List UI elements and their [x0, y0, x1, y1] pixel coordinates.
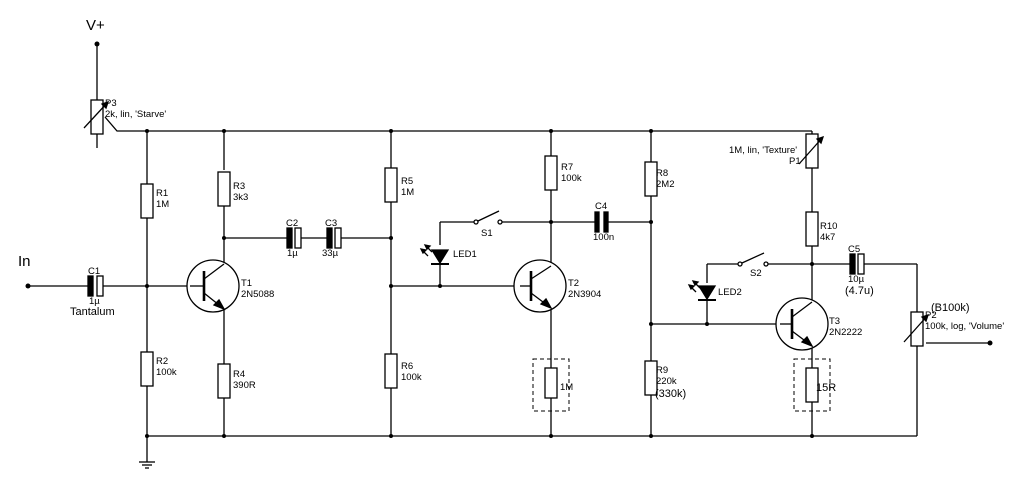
- capacitor-c3: [326, 227, 342, 249]
- c2-ref: C2: [286, 218, 298, 229]
- t3-value: 2N2222: [829, 327, 862, 338]
- r3-value: 3k3: [233, 192, 248, 203]
- c2-value: 1µ: [287, 248, 298, 259]
- optional-box-15r: [793, 358, 831, 412]
- vplus-label: V+: [86, 17, 105, 34]
- r4-ref: R4: [233, 369, 245, 380]
- resistor-r8: [644, 161, 658, 197]
- junctions: [25, 41, 993, 438]
- t2-value: 2N3904: [568, 289, 601, 300]
- optional-15r-value: 15R: [816, 382, 836, 394]
- resistor-r1: [140, 183, 154, 219]
- r3-ref: R3: [233, 181, 245, 192]
- r1-ref: R1: [156, 188, 168, 199]
- p2-alt: (B100k): [931, 302, 970, 314]
- p1-value: 1M, lin, 'Texture': [729, 145, 797, 156]
- c5-alt: (4.7u): [845, 285, 874, 297]
- r5-value: 1M: [401, 187, 414, 198]
- c1-ref: C1: [88, 266, 100, 277]
- resistor-r9: [644, 360, 658, 396]
- c5-value: 10µ: [848, 274, 865, 285]
- p2-value: 100k, log, 'Volume': [925, 321, 1004, 332]
- led2: [687, 280, 717, 301]
- r1-value: 1M: [156, 199, 169, 210]
- s2-ref: S2: [750, 268, 762, 279]
- p3-ref: P3: [105, 98, 117, 109]
- led2-ref: LED2: [718, 287, 742, 298]
- r6-value: 100k: [401, 372, 422, 383]
- output-terminal: [987, 340, 993, 346]
- transistor-t2: [513, 259, 567, 313]
- c5-ref: C5: [848, 244, 860, 255]
- t2-ref: T2: [568, 278, 579, 289]
- p2-ref: P2: [925, 310, 937, 321]
- potentiometer-p1: [798, 133, 825, 169]
- potentiometer-p3: [83, 99, 110, 135]
- capacitor-c2: [286, 227, 302, 249]
- capacitor-c4: [594, 211, 609, 233]
- r10-ref: R10: [820, 221, 837, 232]
- resistor-r3: [217, 171, 231, 207]
- r2-value: 100k: [156, 367, 177, 378]
- resistor-r7: [544, 155, 558, 191]
- t1-ref: T1: [241, 278, 252, 289]
- switch-s2: [737, 252, 769, 267]
- led1: [419, 244, 450, 265]
- capacitor-c5: [849, 253, 865, 275]
- c1-note: Tantalum: [70, 306, 115, 318]
- r2-ref: R2: [156, 356, 168, 367]
- c4-value: 100n: [593, 232, 614, 243]
- r9-alt: (330k): [655, 388, 686, 400]
- resistor-r4: [217, 363, 231, 399]
- resistor-r10: [805, 211, 819, 247]
- resistor-r5: [384, 167, 398, 203]
- p1-ref: P1: [789, 156, 801, 167]
- wires: [28, 44, 990, 462]
- r8-value: 2M2: [656, 179, 674, 190]
- resistor-optional-15r: [805, 367, 819, 403]
- t1-value: 2N5088: [241, 289, 274, 300]
- vplus-terminal: [94, 41, 100, 47]
- p3-value: 2k, lin, 'Starve': [105, 109, 166, 120]
- transistor-t3: [775, 297, 829, 351]
- r4-value: 390R: [233, 380, 256, 391]
- r8-ref: R8: [656, 168, 668, 179]
- t3-ref: T3: [829, 316, 840, 327]
- r9-ref: R9: [656, 365, 668, 376]
- resistor-r6: [384, 353, 398, 389]
- switch-s1: [473, 210, 503, 225]
- ground-symbol: [139, 461, 155, 469]
- r7-value: 100k: [561, 173, 582, 184]
- led1-ref: LED1: [453, 249, 477, 260]
- s1-ref: S1: [481, 228, 493, 239]
- c3-value: 33µ: [322, 248, 339, 259]
- input-label: In: [18, 253, 31, 270]
- optional-box-1m: [532, 358, 570, 412]
- capacitor-c1: [87, 275, 104, 297]
- input-terminal: [25, 283, 31, 289]
- c3-ref: C3: [325, 218, 337, 229]
- c1-value: 1µ: [89, 296, 100, 307]
- r5-ref: R5: [401, 176, 413, 187]
- optional-1m-value: 1M: [560, 382, 573, 393]
- r6-ref: R6: [401, 361, 413, 372]
- r7-ref: R7: [561, 162, 573, 173]
- transistor-t1: [186, 259, 240, 313]
- resistor-optional-1m: [544, 367, 558, 399]
- r10-value: 4k7: [820, 232, 835, 243]
- potentiometer-p2: [903, 311, 930, 347]
- c4-ref: C4: [595, 201, 607, 212]
- r9-value: 220k: [656, 376, 677, 387]
- resistor-r2: [140, 351, 154, 387]
